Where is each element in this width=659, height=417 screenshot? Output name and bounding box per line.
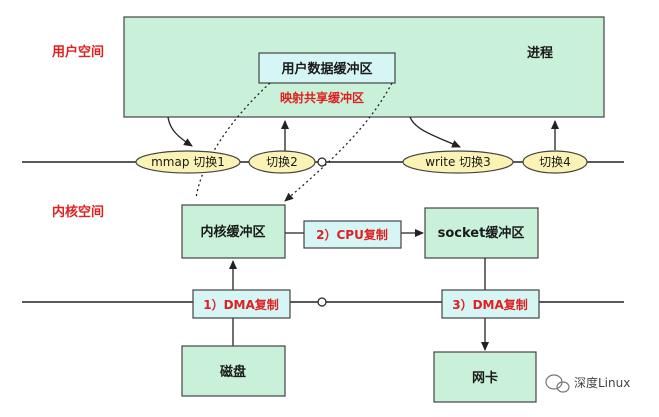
kernel-buffer-label: 内核缓冲区: [200, 224, 265, 240]
switch-mmap-label: mmap 切换1: [151, 155, 225, 169]
user-buffer-box: [258, 52, 396, 84]
cpu-copy-label: 2）CPU复制: [316, 227, 388, 242]
kernel-buffer-box: [181, 204, 286, 259]
socket-buffer-label: socket缓冲区: [438, 225, 525, 241]
disk-box: [181, 345, 286, 397]
dma1-label: 1）DMA复制: [203, 297, 279, 312]
mmap-dotted-line-1: [195, 82, 271, 199]
nic-label: 网卡: [472, 370, 498, 386]
watermark-text: 深度Linux: [574, 375, 630, 390]
wechat-icon: [545, 374, 570, 393]
dma2-label: 3）DMA复制: [452, 297, 528, 312]
switch-4-label: 切换4: [539, 155, 571, 169]
user-space-label: 用户空间: [51, 44, 104, 60]
switch-mmap: mmap 切换1: [135, 150, 241, 174]
switch-2: 切换2: [248, 150, 316, 174]
boundary-node-top: [317, 157, 327, 167]
switch-write: write 切换3: [402, 150, 514, 174]
mmap-dotted-line-2: [284, 82, 393, 202]
socket-buffer-box: [424, 207, 539, 259]
kernel-space-label: 内核空间: [52, 204, 104, 220]
boundary-node-bottom: [317, 297, 327, 307]
switch-write-label: write 切换3: [425, 155, 491, 169]
cpu-copy-box: [303, 220, 402, 249]
nic-box: [433, 351, 537, 403]
process-label: 进程: [527, 46, 553, 61]
switch-2-label: 切换2: [266, 155, 298, 169]
dma1-box: [192, 289, 291, 319]
arrow-switch3: [409, 116, 461, 148]
user-buffer-label: 用户数据缓冲区: [280, 61, 372, 77]
disk-label: 磁盘: [220, 364, 246, 380]
dma2-box: [441, 289, 540, 319]
arrow-switch1: [167, 116, 193, 147]
switch-4: 切换4: [522, 150, 588, 174]
mmap-share-label: 映射共享缓冲区: [280, 90, 364, 105]
